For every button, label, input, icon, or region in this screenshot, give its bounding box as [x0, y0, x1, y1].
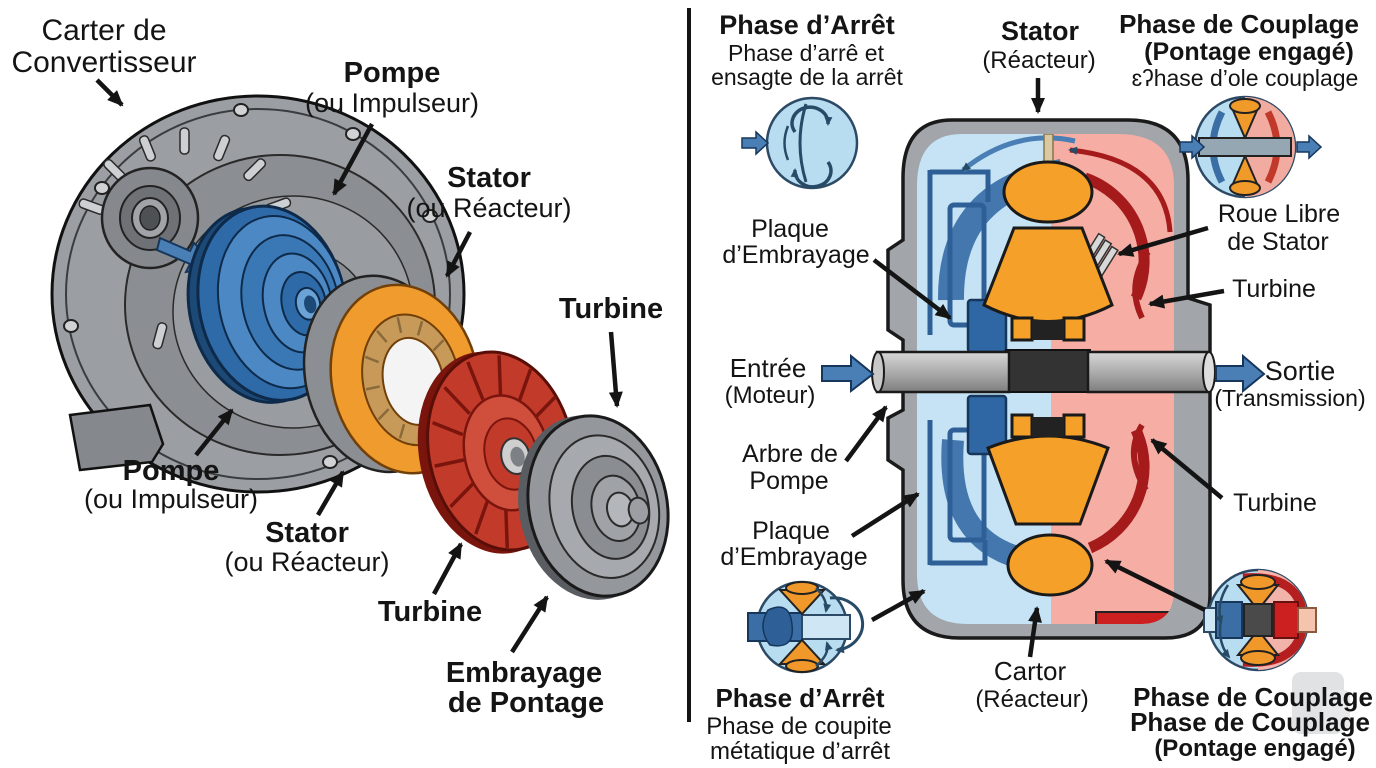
arrow-plaque-top	[872, 258, 952, 320]
plaque-top-label-line1: Plaque	[751, 215, 829, 243]
hub-spacer-bottom	[1032, 417, 1064, 437]
exploded-view: Carter de Convertisseur Pompe (ou Impuls…	[11, 14, 670, 719]
arrow-turbine-top	[608, 331, 623, 408]
input-shaft-end	[871, 351, 885, 393]
arrow-stator-top	[445, 230, 472, 278]
entree-label-line2: (Moteur)	[725, 382, 816, 409]
turbine-upper-r-label: Turbine	[1232, 275, 1316, 303]
carter-label-line2: Convertisseur	[11, 46, 196, 79]
mini-stall-top-input-arrow	[741, 130, 770, 156]
stator-top-label-line1: Stator	[447, 162, 531, 194]
pump-disc	[186, 204, 348, 404]
output-shaft-end	[1202, 351, 1216, 393]
input-shaft	[875, 350, 1011, 394]
pompe-bottom-label-line1: Pompe	[123, 455, 220, 487]
stator-bottom-label-line1: Stator	[265, 517, 349, 549]
arrow-roue-libre	[1117, 225, 1209, 257]
embrayage-label-line2: de Pontage	[448, 687, 604, 719]
pompe-top-label-line1: Pompe	[344, 57, 441, 89]
stator-ball-top	[1002, 160, 1094, 224]
sortie-arrow	[1215, 353, 1266, 394]
hub-nut-top-right	[1062, 316, 1086, 342]
hub-spacer-top	[1032, 320, 1064, 340]
mini-diagram-stall-bottom	[747, 580, 865, 674]
roue-libre-label-line2: de Stator	[1227, 228, 1328, 256]
shaft-hub-center	[1005, 349, 1091, 393]
arbre-pompe-label-line2: Pompe	[749, 467, 828, 495]
cartor-label-line1: Cartor	[994, 656, 1067, 686]
turbine-bottom-label: Turbine	[378, 596, 482, 628]
plaque-bottom-label-line1: Plaque	[752, 517, 830, 545]
flow-arrow-blue	[961, 135, 1076, 172]
phase-couplage-top-sub2: ɛʔhase d’ole couplage	[1132, 65, 1359, 91]
phase-arret-bottom-title: Phase d’Arrêt	[715, 683, 884, 713]
arrow-pompe-top	[332, 122, 374, 196]
turbine-top-label: Turbine	[559, 293, 663, 325]
phase-couplage-bottom-line3: (Pontage engagé)	[1154, 735, 1355, 762]
phase-arret-top-sub2: ensagte de la arrêt	[711, 64, 903, 90]
turbine-band-upper	[1083, 172, 1150, 301]
phase-couplage-top-sub1: (Pontage engagé)	[1144, 38, 1354, 66]
phase-arret-bottom-sub2: métatique d’arrêt	[710, 738, 890, 765]
mini-diagram-stall-top	[741, 96, 859, 190]
mini-coupling-top-output-arrow	[1296, 134, 1323, 160]
stator-ball-bottom	[1006, 533, 1094, 597]
arrow-cartor	[1027, 606, 1042, 658]
clutch-plate-lower	[966, 394, 1008, 456]
flow-arrow-red	[1068, 146, 1173, 233]
turbine-band-lower	[1087, 427, 1150, 554]
cartor-label-line2: (Réacteur)	[975, 686, 1088, 713]
left-label-arrows	[95, 78, 623, 654]
embrayage-label-line1: Embrayage	[446, 657, 602, 689]
phase-couplage-bottom-line2: Phase de Couplage	[1130, 707, 1370, 737]
converter-core	[982, 160, 1114, 597]
arrow-mini-stall-bottom	[870, 589, 926, 622]
phase-arret-bottom-sub1: Phase de coupite	[706, 713, 891, 740]
arrow-turbine-lower-r	[1150, 438, 1224, 500]
arrow-turbine-upper-r	[1148, 288, 1225, 309]
turbine-lower-r-label: Turbine	[1233, 489, 1317, 517]
cross-section-panel: Phase d’Arrêt Phase d’arrê et ensagte de…	[706, 9, 1373, 765]
plaque-top-label-line2: d’Embrayage	[722, 241, 869, 269]
arrow-turbine-bottom	[432, 542, 463, 596]
phase-arret-top-sub1: Phase d’arrê et	[728, 40, 885, 66]
stator-r-label-line1: Stator	[1001, 16, 1080, 46]
roue-libre-label-line1: Roue Libre	[1218, 200, 1340, 228]
carter-foot	[68, 403, 165, 472]
carter-label-line1: Carter de	[41, 14, 166, 47]
mini-diagram-coupling-bottom	[1203, 568, 1317, 672]
arrow-arbre-pompe	[844, 405, 888, 463]
pompe-bottom-label-line2: (ou Impulseur)	[84, 484, 258, 514]
arrow-carter	[95, 78, 124, 107]
output-shaft	[1086, 350, 1212, 394]
sortie-label-line2: (Transmission)	[1214, 385, 1365, 411]
entree-arrow	[821, 353, 875, 394]
phase-arret-top-title: Phase d’Arrêt	[719, 10, 895, 40]
stator-top-label-line2: (ou Réacteur)	[406, 193, 571, 223]
pompe-top-label-line2: (ou Impulseur)	[305, 88, 479, 118]
stator-r-label-line2: (Réacteur)	[982, 47, 1095, 74]
sortie-label-line1: Sortie	[1265, 356, 1336, 386]
watermark	[1292, 672, 1350, 734]
right-label-arrows	[844, 78, 1225, 658]
arrow-stator-bottom	[316, 470, 345, 517]
hub-nut-top-left	[1010, 316, 1034, 342]
mini-diagram-coupling-top	[1179, 95, 1323, 199]
stator-bottom-label-line2: (ou Réacteur)	[224, 547, 389, 577]
hub-nut-bottom-left	[1010, 413, 1034, 439]
mini-coupling-top-input-arrow	[1179, 134, 1206, 160]
hub-nut-bottom-right	[1062, 413, 1086, 439]
phase-couplage-bottom-line1: Phase de Couplage	[1133, 682, 1373, 712]
plaque-bottom-label-line2: d’Embrayage	[720, 543, 867, 571]
arrow-mini-coupling-bottom	[1104, 558, 1206, 613]
entree-label-line1: Entrée	[730, 353, 807, 383]
arrow-embrayage	[510, 595, 549, 654]
turbine-vane-lower	[1130, 423, 1149, 492]
arrow-plaque-bottom	[850, 492, 920, 538]
turbine-vane-upper	[1132, 250, 1151, 320]
phase-couplage-top-title: Phase de Couplage	[1119, 9, 1359, 39]
lockup-clutch-disc	[518, 414, 670, 600]
arrow-pompe-bottom	[194, 408, 234, 457]
arbre-pompe-label-line1: Arbre de	[742, 440, 838, 468]
